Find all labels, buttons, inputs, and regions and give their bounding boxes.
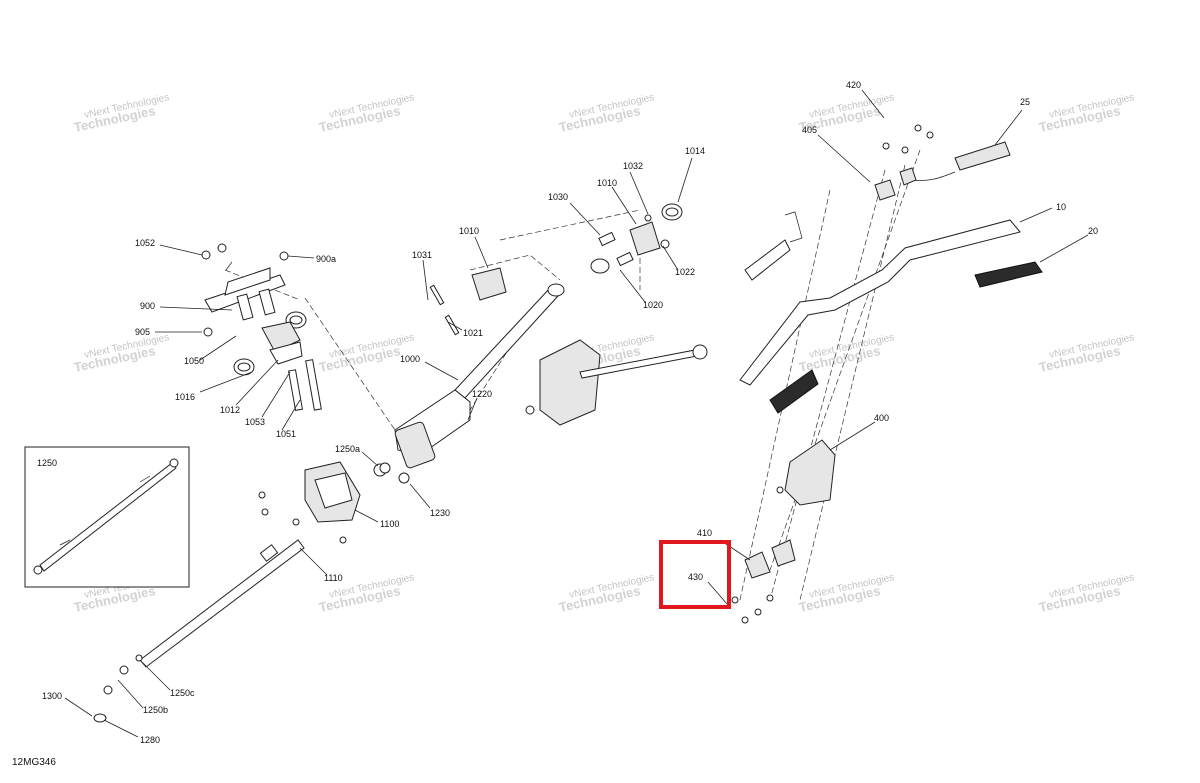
callout-1053: 1053: [245, 417, 265, 427]
callout-405: 405: [802, 125, 817, 135]
callout-430: 430: [688, 572, 703, 582]
callout-1010-upper: 1010: [597, 178, 617, 188]
callout-labels: 420 25 405 10 20 400 410 430 1014 1032 1…: [37, 80, 1098, 745]
callout-25: 25: [1020, 97, 1030, 107]
callout-410: 410: [697, 528, 712, 538]
callout-400: 400: [874, 413, 889, 423]
callout-1050: 1050: [184, 356, 204, 366]
steering-support: [258, 339, 708, 544]
callout-1250b: 1250b: [143, 705, 168, 715]
callout-1010-lower: 1010: [459, 226, 479, 236]
callout-900: 900: [140, 301, 155, 311]
callout-420: 420: [846, 80, 861, 90]
callout-1022: 1022: [675, 267, 695, 277]
callout-20: 20: [1088, 226, 1098, 236]
callout-1020: 1020: [643, 300, 663, 310]
callout-1021: 1021: [463, 328, 483, 338]
inset-box-1250: [24, 446, 190, 588]
callout-1016: 1016: [175, 392, 195, 402]
callout-1012: 1012: [220, 405, 240, 415]
inset-label: 1250: [37, 458, 57, 468]
callout-1014: 1014: [685, 146, 705, 156]
bracket-assembly: [201, 243, 322, 411]
callout-1100: 1100: [380, 519, 399, 529]
highlight-box-430: [659, 540, 731, 609]
callout-1250a: 1250a: [335, 444, 360, 454]
callout-1030: 1030: [548, 192, 568, 202]
leader-lines: [64, 89, 1089, 738]
callout-1051: 1051: [276, 429, 296, 439]
callout-1230: 1230: [430, 508, 450, 518]
steering-column: [373, 203, 683, 484]
callout-1031: 1031: [412, 250, 432, 260]
callout-1110: 1110: [324, 573, 343, 583]
callout-1052: 1052: [135, 238, 155, 248]
handlebar-assembly: [731, 124, 1043, 624]
callout-1000: 1000: [400, 354, 420, 364]
callout-1280: 1280: [140, 735, 160, 745]
callout-905: 905: [135, 327, 150, 337]
callout-10: 10: [1056, 202, 1066, 212]
callout-1220: 1220: [472, 389, 492, 399]
drawing-code: 12MG346: [12, 757, 56, 768]
callout-1032: 1032: [623, 161, 643, 171]
callout-1250c: 1250c: [170, 688, 195, 698]
callout-900a: 900a: [316, 254, 336, 264]
callout-1300: 1300: [42, 691, 62, 701]
tie-rod-1110: [93, 539, 305, 723]
